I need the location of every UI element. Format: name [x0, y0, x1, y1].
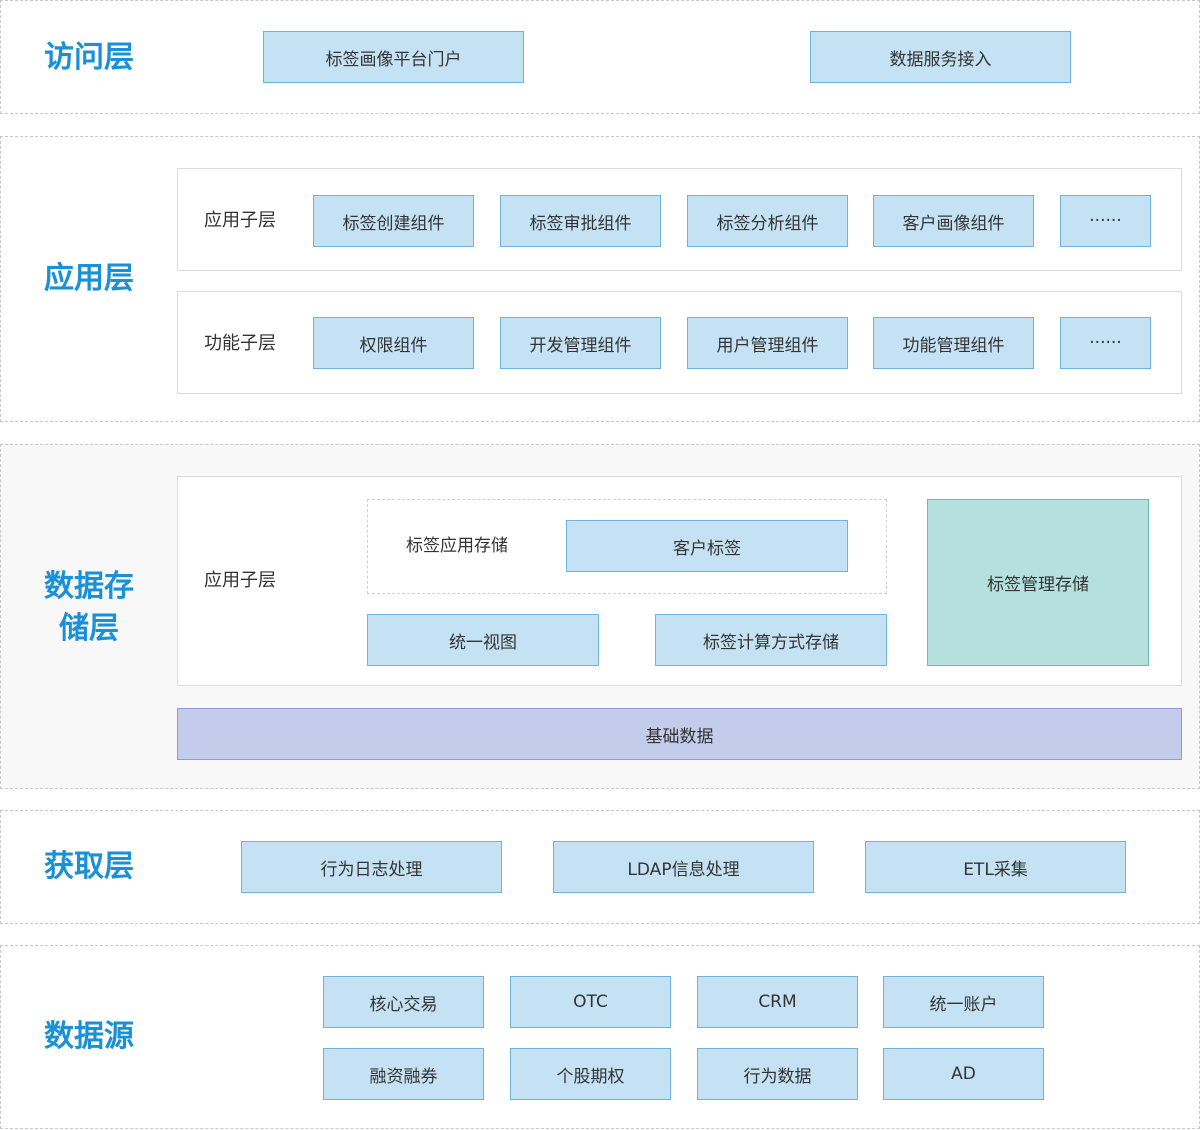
source-behavior-data: 行为数据: [697, 1048, 858, 1100]
tag-analysis-component: 标签分析组件: [687, 195, 848, 247]
storage-layer-title-line2: 储层: [59, 611, 119, 646]
storage-layer-title-line1: 数据存: [44, 569, 134, 604]
tag-app-storage-group: 标签应用存储 客户标签: [367, 499, 887, 594]
tag-approval-component: 标签审批组件: [500, 195, 661, 247]
storage-app-sublayer-panel: 应用子层 标签应用存储 客户标签 统一视图 标签计算方式存储 标签管理存储: [177, 476, 1182, 686]
app-sublayer-panel: 应用子层 标签创建组件 标签审批组件 标签分析组件 客户画像组件 ······: [177, 168, 1182, 271]
source-otc: OTC: [510, 976, 671, 1028]
source-core-trading: 核心交易: [323, 976, 484, 1028]
etl-box: ETL采集: [865, 841, 1126, 893]
customer-tags-box: 客户标签: [566, 520, 848, 572]
portal-box: 标签画像平台门户: [263, 31, 524, 83]
function-sublayer-label: 功能子层: [204, 333, 276, 354]
access-layer: 访问层 标签画像平台门户 数据服务接入: [0, 0, 1200, 114]
ldap-box: LDAP信息处理: [553, 841, 814, 893]
more-functions-box: ······: [1060, 317, 1151, 369]
storage-layer: 数据存 储层 应用子层 标签应用存储 客户标签 统一视图 标签计算方式存储 标签…: [0, 444, 1200, 789]
tag-management-storage-box: 标签管理存储: [927, 499, 1149, 666]
tag-create-component: 标签创建组件: [313, 195, 474, 247]
application-layer: 应用层 应用子层 标签创建组件 标签审批组件 标签分析组件 客户画像组件 ···…: [0, 136, 1200, 422]
source-margin-trading: 融资融券: [323, 1048, 484, 1100]
customer-profile-component: 客户画像组件: [873, 195, 1034, 247]
application-layer-title: 应用层: [44, 261, 134, 296]
source-crm: CRM: [697, 976, 858, 1028]
storage-app-sublayer-label: 应用子层: [204, 570, 276, 591]
data-source-title: 数据源: [44, 1019, 134, 1054]
behavior-log-box: 行为日志处理: [241, 841, 502, 893]
base-data-bar: 基础数据: [177, 708, 1182, 760]
app-sublayer-label: 应用子层: [204, 210, 276, 231]
unified-view-box: 统一视图: [367, 614, 599, 666]
tag-app-storage-label: 标签应用存储: [406, 536, 508, 556]
data-source-layer: 数据源 核心交易 OTC CRM 统一账户 融资融券 个股期权 行为数据 AD: [0, 945, 1200, 1129]
source-ad: AD: [883, 1048, 1044, 1100]
acquisition-layer: 获取层 行为日志处理 LDAP信息处理 ETL采集: [0, 810, 1200, 924]
function-management-component: 功能管理组件: [873, 317, 1034, 369]
permission-component: 权限组件: [313, 317, 474, 369]
source-stock-options: 个股期权: [510, 1048, 671, 1100]
dev-management-component: 开发管理组件: [500, 317, 661, 369]
user-management-component: 用户管理组件: [687, 317, 848, 369]
source-unified-account: 统一账户: [883, 976, 1044, 1028]
access-layer-title: 访问层: [44, 40, 134, 75]
more-components-box: ······: [1060, 195, 1151, 247]
data-service-access-box: 数据服务接入: [810, 31, 1071, 83]
tag-calc-storage-box: 标签计算方式存储: [655, 614, 887, 666]
acquisition-layer-title: 获取层: [44, 849, 134, 884]
function-sublayer-panel: 功能子层 权限组件 开发管理组件 用户管理组件 功能管理组件 ······: [177, 291, 1182, 394]
